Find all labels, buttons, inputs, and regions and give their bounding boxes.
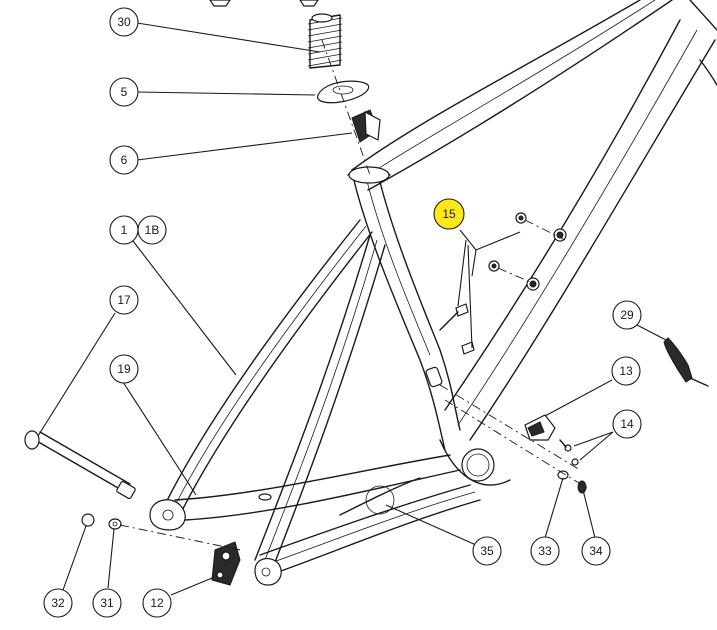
callout-14: 14: [612, 409, 642, 439]
callout-12: 12: [142, 588, 172, 618]
derailleur-hanger-part: [211, 541, 241, 586]
chainstay-protector-part: [339, 477, 421, 516]
callout-5: 5: [109, 77, 139, 107]
callout-balloons: 30 5 6 1 1B 17 19 15: [43, 7, 642, 618]
callout-35: 35: [472, 536, 502, 566]
hanger-hardware: [81, 513, 122, 530]
callout-33: 33: [530, 536, 560, 566]
bracket-part: [524, 414, 556, 441]
cable-guide-part: [663, 337, 709, 387]
leader-lines: [37, 22, 667, 596]
callout-29: 29: [612, 300, 642, 330]
callout-6-label: 6: [121, 153, 128, 167]
thru-axle-part: [24, 430, 136, 500]
callout-19-label: 19: [117, 362, 131, 376]
bottle-cage-bolts: [439, 212, 527, 355]
callout-30: 30: [109, 7, 139, 37]
callout-35-label: 35: [480, 544, 494, 558]
bracket-screws: [559, 439, 579, 466]
callout-1b: 1B: [137, 215, 167, 245]
callout-5-label: 5: [121, 85, 128, 99]
callout-30-label: 30: [117, 15, 131, 29]
callout-15: 15: [433, 198, 465, 230]
callout-15-label: 15: [442, 207, 456, 221]
callout-31-label: 31: [100, 596, 114, 610]
seat-wedge-part: [351, 109, 381, 143]
callout-32: 32: [43, 588, 73, 618]
callout-34: 34: [581, 536, 611, 566]
callout-17-label: 17: [117, 293, 131, 307]
callout-31: 31: [92, 588, 122, 618]
callout-32-label: 32: [51, 596, 65, 610]
callout-34-label: 34: [589, 544, 603, 558]
callout-13: 13: [611, 356, 641, 386]
callout-13-label: 13: [619, 364, 633, 378]
callout-12-label: 12: [150, 596, 164, 610]
top-edge-parts: [209, 0, 319, 7]
bike-frame: [149, 0, 717, 586]
callout-14-label: 14: [620, 417, 634, 431]
callout-6: 6: [109, 145, 139, 175]
callout-1: 1: [109, 215, 139, 245]
callout-1b-label: 1B: [145, 223, 160, 237]
callout-1-label: 1: [121, 223, 128, 237]
assembly-centerlines: [119, 39, 591, 551]
seat-spring-part: [307, 13, 343, 69]
callout-33-label: 33: [538, 544, 552, 558]
callout-19: 19: [109, 354, 139, 384]
seat-clamp-plate-part: [317, 80, 370, 104]
callout-29-label: 29: [620, 308, 634, 322]
callout-17: 17: [109, 285, 139, 315]
